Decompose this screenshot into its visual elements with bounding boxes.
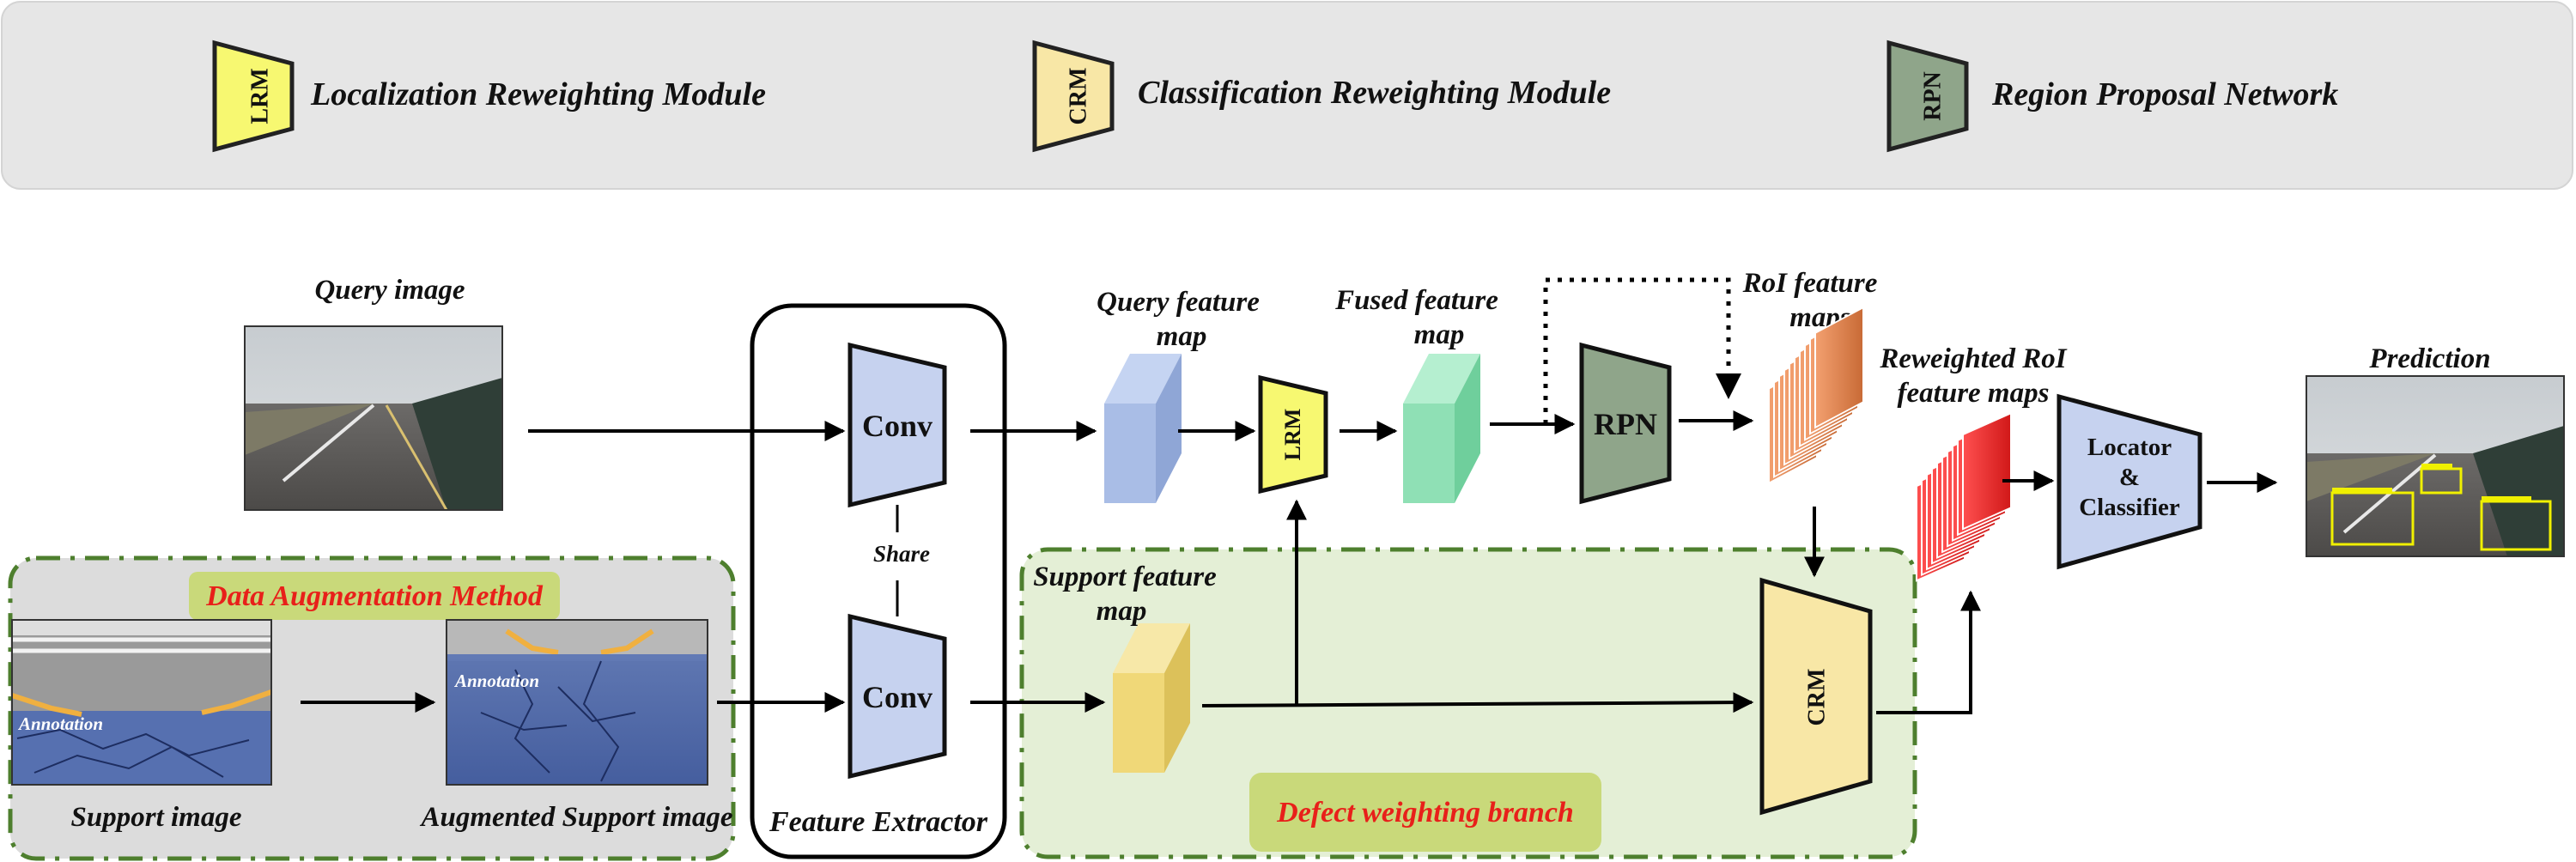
legend-item-crm: CRM Classification Reweighting Module bbox=[1032, 39, 1611, 153]
roi-feature-maps-label-1: RoI feature bbox=[1742, 268, 1878, 299]
locator-label: Locator bbox=[2087, 434, 2172, 461]
lrm-block: LRM bbox=[1258, 374, 1328, 495]
query-image bbox=[244, 325, 503, 511]
query-image-label: Query image bbox=[314, 275, 465, 306]
lrm-legend-abbr: LRM bbox=[246, 68, 273, 124]
legend-item-rpn: RPN Region Proposal Network bbox=[1886, 39, 2338, 153]
arrow-dotted-skip bbox=[1543, 277, 1741, 424]
rpn-legend-label: Region Proposal Network bbox=[1991, 76, 2338, 112]
crm-block-label: CRM bbox=[1803, 669, 1830, 726]
rpn-block: RPN bbox=[1579, 342, 1672, 505]
share-label: Share bbox=[873, 541, 930, 567]
lrm-legend-icon bbox=[212, 39, 295, 153]
crm-legend-abbr: CRM bbox=[1065, 68, 1091, 125]
conv-block-top: Conv bbox=[848, 342, 947, 508]
data-augmentation-title: Data Augmentation Method bbox=[205, 580, 544, 612]
conv-block-bottom: Conv bbox=[848, 613, 947, 780]
legend-item-lrm: LRM Localization Reweighting Module bbox=[212, 39, 766, 153]
data-augmentation-title-pill bbox=[189, 572, 560, 620]
support-feature-map-label-1: Support feature bbox=[1033, 562, 1217, 592]
classifier-label: Classifier bbox=[2079, 494, 2180, 521]
support-feature-map-cube bbox=[1113, 623, 1190, 773]
reweighted-roi-label-1: Reweighted RoI bbox=[1879, 343, 2067, 374]
rpn-legend-abbr: RPN bbox=[1919, 71, 1946, 121]
query-feature-map-label-1: Query feature bbox=[1097, 287, 1260, 318]
lrm-block-label: LRM bbox=[1280, 409, 1305, 461]
support-feature-map-label-2: map bbox=[1097, 596, 1147, 627]
roi-feature-maps-stack bbox=[1768, 306, 1864, 485]
prediction-image bbox=[2306, 375, 2565, 557]
conv-top-label: Conv bbox=[862, 409, 933, 443]
conv-bottom-label: Conv bbox=[862, 680, 933, 714]
legend-panel: LRM Localization Reweighting Module CRM … bbox=[1, 1, 2573, 190]
augmented-support-image-label: Augmented Support image bbox=[419, 802, 732, 833]
augmented-support-image: Annotation bbox=[446, 619, 708, 786]
prediction-label: Prediction bbox=[2368, 343, 2490, 374]
rpn-block-label: RPN bbox=[1594, 407, 1657, 441]
support-image: Annotation bbox=[11, 619, 272, 786]
reweighted-roi-label-2: feature maps bbox=[1898, 378, 2050, 409]
crm-legend-icon bbox=[1032, 39, 1115, 153]
feature-extractor-label: Feature Extractor bbox=[769, 806, 988, 838]
locator-classifier-block: Locator & Classifier bbox=[2057, 393, 2202, 570]
query-feature-map-label-2: map bbox=[1157, 321, 1207, 352]
fused-feature-map-label-2: map bbox=[1414, 319, 1465, 350]
rpn-legend-icon bbox=[1886, 39, 1969, 153]
feature-extractor-box: Feature Extractor bbox=[750, 303, 1007, 859]
lrm-legend-label: Localization Reweighting Module bbox=[310, 76, 766, 112]
fused-feature-map-label-1: Fused feature bbox=[1334, 285, 1498, 316]
crm-block: CRM bbox=[1759, 577, 1873, 816]
arrow-crm-to-reweighted bbox=[1876, 590, 1981, 714]
fused-feature-map-cube bbox=[1403, 354, 1480, 503]
augmented-annotation-label: Annotation bbox=[453, 671, 539, 691]
support-image-label: Support image bbox=[71, 802, 242, 833]
defect-weighting-title: Defect weighting branch bbox=[1276, 797, 1574, 829]
arrow-support-feature-to-crm bbox=[1201, 692, 1754, 713]
crm-legend-label: Classification Reweighting Module bbox=[1138, 75, 1611, 111]
reweighted-roi-stack bbox=[1916, 411, 2012, 582]
support-annotation-label: Annotation bbox=[17, 713, 103, 734]
locator-ampersand: & bbox=[2119, 464, 2140, 491]
query-feature-map-cube bbox=[1104, 354, 1182, 503]
defect-weighting-title-pill bbox=[1249, 773, 1601, 852]
